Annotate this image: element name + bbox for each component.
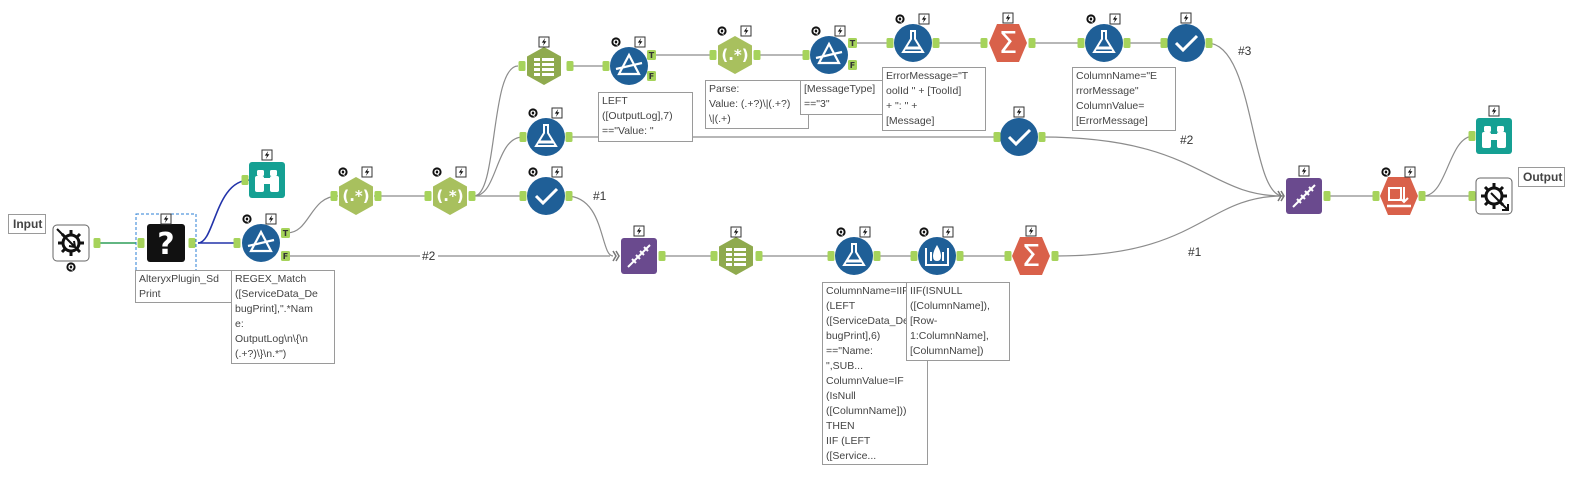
regex-tool-2[interactable]: (.*) xyxy=(424,166,476,215)
summarize-tool-2[interactable]: Σ xyxy=(1004,225,1059,275)
formula-tool-4[interactable] xyxy=(827,226,881,275)
svg-text:F: F xyxy=(649,72,654,81)
text-to-columns-tool-2[interactable] xyxy=(710,226,763,275)
conn-label-2-top: #2 xyxy=(1180,133,1194,147)
dna-icon xyxy=(1292,184,1316,208)
sigma-icon: Σ xyxy=(999,26,1018,61)
browse-tool-1[interactable] xyxy=(241,149,286,198)
formula-tool-1[interactable] xyxy=(886,13,940,62)
regex-tool-1[interactable]: (.*) xyxy=(330,166,382,215)
text-to-columns-tool-1[interactable] xyxy=(518,36,574,85)
select-tool-3[interactable] xyxy=(519,166,573,215)
macro-output-tool[interactable] xyxy=(1468,177,1513,215)
annotation-formula-error: ErrorMessage="T oolId " + [ToolId] + ": … xyxy=(882,67,986,131)
connection-labels: #1 #2 #2 #3 #1 xyxy=(420,44,1254,263)
check-icon xyxy=(1174,34,1199,53)
filter-icon xyxy=(247,229,275,253)
svg-text:T: T xyxy=(649,51,655,60)
annotation-formula-bottom: ColumnName=IIF (LEFT ([ServiceData_De bu… xyxy=(822,282,928,465)
filter-tool-2[interactable]: T F xyxy=(602,36,657,85)
conn-label-3: #3 xyxy=(1238,44,1252,58)
text-to-columns-icon xyxy=(726,248,746,266)
annotation-filter-messagetype: [MessageType] =="3" xyxy=(800,80,886,115)
flask-icon xyxy=(534,124,558,147)
connections xyxy=(97,42,1475,257)
svg-text:T: T xyxy=(850,39,856,48)
binoculars-icon xyxy=(255,170,279,192)
annotation-macro-name: AlteryxPlugin_Sd Print xyxy=(135,270,232,303)
regex-icon: (.*) xyxy=(721,46,748,64)
flask-icon xyxy=(901,30,925,53)
multi-row-formula-tool[interactable] xyxy=(910,226,964,275)
transpose-tool-1[interactable] xyxy=(612,225,666,274)
annotation-filter-main: REGEX_Match ([ServiceData_De bugPrint],"… xyxy=(231,270,335,364)
check-icon xyxy=(1007,128,1032,147)
macro-input-tool[interactable] xyxy=(52,224,101,272)
formula-tool-3[interactable] xyxy=(519,107,573,156)
regex-icon: (.*) xyxy=(342,187,369,205)
summarize-tool-1[interactable]: Σ xyxy=(980,12,1036,62)
dna-icon xyxy=(627,244,651,268)
macro-input-icon xyxy=(56,228,84,256)
cross-tab-icon xyxy=(1387,187,1411,208)
cross-tab-tool[interactable] xyxy=(1372,166,1426,215)
check-icon xyxy=(534,187,559,206)
svg-text:T: T xyxy=(283,229,289,238)
conn-label-1-bottom: #1 xyxy=(1188,245,1202,259)
annotation-formula-column: ColumnName="E rrorMessage" ColumnValue= … xyxy=(1072,67,1176,131)
conn-label-1: #1 xyxy=(593,189,607,203)
regex-tool-3[interactable]: (.*) xyxy=(709,25,761,74)
multi-row-formula-icon xyxy=(925,244,949,266)
output-label: Output xyxy=(1518,167,1565,187)
filter-tool-3[interactable]: T F xyxy=(802,25,858,74)
filter-tool-1[interactable]: T F xyxy=(233,213,291,262)
input-label: Input xyxy=(8,214,46,234)
select-tool-2[interactable] xyxy=(993,106,1046,156)
svg-text:F: F xyxy=(283,252,288,261)
annotation-filter-top: LEFT ([OutputLog],7) =="Value: " xyxy=(598,92,693,142)
formula-tool-2[interactable] xyxy=(1077,13,1131,62)
browse-tool-2[interactable] xyxy=(1468,105,1513,154)
conn-label-2-bottom: #2 xyxy=(422,249,436,263)
macro-output-icon xyxy=(1481,183,1509,211)
question-mark-icon: ? xyxy=(157,227,174,262)
filter-icon xyxy=(815,41,843,65)
macro-tool[interactable]: ? xyxy=(135,213,197,273)
svg-text:F: F xyxy=(850,61,855,70)
union-tool[interactable] xyxy=(1277,165,1331,214)
text-to-columns-icon xyxy=(534,58,554,76)
regex-icon: (.*) xyxy=(436,187,463,205)
binoculars-icon xyxy=(1482,126,1506,148)
select-tool-1[interactable] xyxy=(1160,12,1213,62)
annotation-regex-parse: Parse: Value: (.+?)\|(.+?) \|(.+) xyxy=(705,80,809,129)
flask-icon xyxy=(1092,30,1116,53)
flask-icon xyxy=(842,243,866,266)
annotation-multirow: IIF(ISNULL ([ColumnName]), [Row- 1:Colum… xyxy=(906,282,1010,361)
filter-icon xyxy=(615,52,643,76)
sigma-icon: Σ xyxy=(1022,239,1041,274)
